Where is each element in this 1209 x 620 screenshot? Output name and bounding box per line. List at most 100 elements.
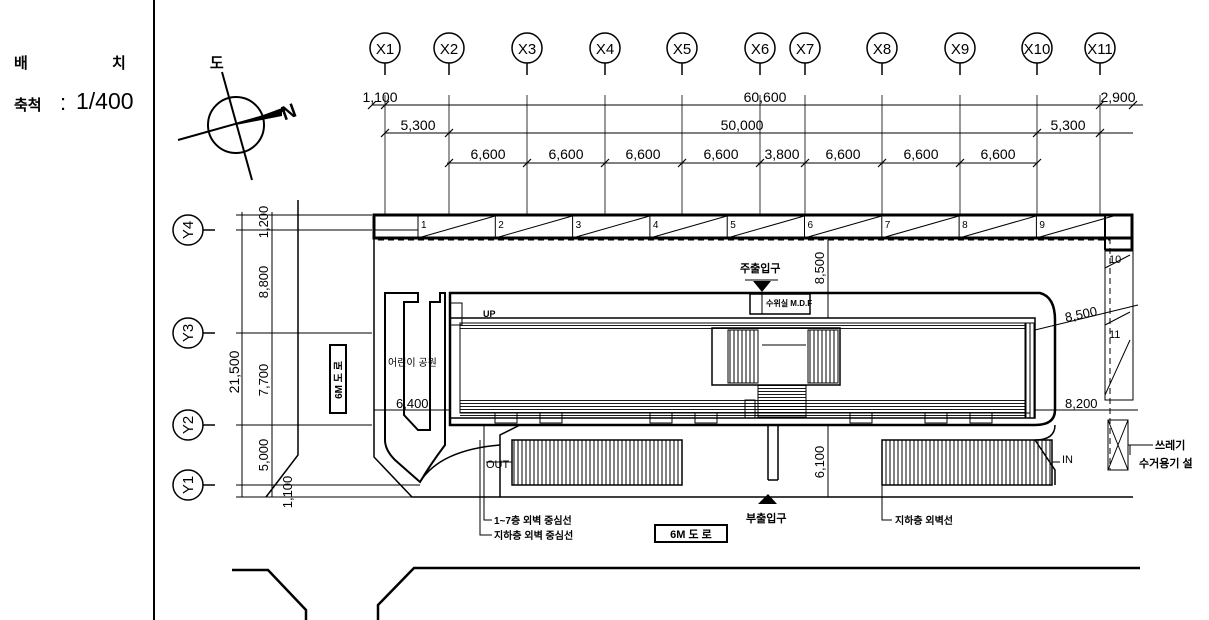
dim-tick (800, 158, 810, 168)
dim-row2-2: 5,300 (1050, 117, 1085, 133)
mdf-room-label: 수위실 M.D.F (766, 298, 812, 308)
leader-lines (479, 425, 892, 536)
stall-diagonal (572, 215, 650, 239)
grid-label-x2: X2 (440, 41, 458, 58)
north-arrow: N (177, 71, 300, 181)
dim-row3-5: 6,600 (825, 146, 860, 162)
dim-tick (1095, 100, 1105, 110)
parking-number-7: 7 (885, 220, 891, 231)
grid-label-x1: X1 (376, 41, 394, 58)
dim-tick (522, 158, 532, 168)
note-basement-center: 지하층 외벽 중심선 (494, 529, 573, 542)
parking-number-11: 11 (1109, 329, 1120, 341)
kids-park-label: 어린이 공원 (388, 357, 437, 369)
road-6m-left: 6M 도 로 (329, 344, 347, 414)
grid-lines (384, 63, 1101, 215)
sub-entrance-label: 부출입구 (746, 511, 786, 525)
grid-label-y2: Y2 (180, 416, 197, 434)
north-arrow-pointer (236, 108, 282, 125)
grid-label-y1: Y1 (180, 476, 197, 494)
grid-label-x7: X7 (796, 41, 814, 58)
dim-left-seg-4: 5,000 (256, 439, 271, 472)
north-arrow-label: N (278, 100, 299, 126)
grid-label-x10: X10 (1024, 41, 1051, 58)
dim-row3-4: 3,800 (764, 146, 799, 162)
note-basement-wall: 지하층 외벽선 (895, 514, 953, 527)
stall-diagonal (417, 215, 496, 239)
dim-row3-7: 6,600 (980, 146, 1015, 162)
dim-row3-6: 6,600 (903, 146, 938, 162)
stall-diagonal (1036, 215, 1114, 239)
stall-diagonal (881, 215, 959, 239)
setback-dashed-line (378, 239, 1111, 470)
dim-row1-0: 1,100 (362, 89, 397, 105)
road-6m-bottom-label: 6M 도 로 (670, 528, 712, 541)
parking-number-10: 10 (1109, 254, 1121, 266)
grid-label-y4: Y4 (180, 221, 197, 239)
stall-diagonal (649, 215, 728, 239)
inner-dimension-lines (374, 240, 1139, 497)
dim-row3-0: 6,600 (470, 146, 505, 162)
top-dimensions (372, 104, 1143, 164)
grid-label-x8: X8 (873, 41, 891, 58)
scale-label: 축척 (14, 97, 42, 114)
dim-row2-1: 50,000 (721, 117, 764, 133)
building-nubs (494, 399, 993, 424)
dim-tick (380, 100, 390, 110)
scale-value: 1/400 (76, 88, 134, 114)
dim-tick (1095, 128, 1105, 138)
left-ramp (511, 439, 683, 486)
stall-diagonal (495, 215, 573, 239)
out-label: OUT (486, 459, 510, 471)
parking-number-5: 5 (730, 220, 736, 231)
dim-row3-3: 6,600 (703, 146, 738, 162)
left-dimensions (236, 212, 420, 498)
parking-number-1: 1 (421, 220, 427, 231)
ramps (486, 419, 1129, 486)
parking-stalls (417, 215, 1114, 239)
dim-tick (877, 158, 887, 168)
dim-row3-1: 6,600 (548, 146, 583, 162)
dim-left-seg-2: 8,800 (256, 266, 271, 299)
up-ramp-label: UP (483, 309, 496, 319)
dim-v-8500: 8,500 (812, 252, 827, 285)
parking-number-6: 6 (808, 220, 814, 231)
trash-label-line1: 쓰레기 (1155, 438, 1185, 452)
site-boundary (265, 200, 1133, 498)
grid-label-x11: X11 (1087, 41, 1113, 58)
stall-diagonal (804, 215, 882, 239)
grid-label-x5: X5 (673, 41, 691, 58)
grid-label-x9: X9 (951, 41, 969, 58)
dim-tick (1032, 158, 1042, 168)
dim-row1-1: 60,600 (744, 89, 787, 105)
dim-left-seg-3: 7,700 (256, 364, 271, 397)
bottom-road-edges (232, 566, 1140, 620)
dim-tick (444, 128, 454, 138)
parking-number-3: 3 (576, 220, 582, 231)
note-1-7-floors: 1~7층 외벽 중심선 (494, 514, 572, 527)
grid-label-x3: X3 (518, 41, 536, 58)
dim-left-seg-5: 1,100 (280, 476, 295, 509)
dim-row2-0: 5,300 (400, 117, 435, 133)
right-ramp (881, 439, 1053, 486)
dim-tick (677, 158, 687, 168)
dim-left-total: 21,500 (226, 350, 242, 393)
dim-v-6100: 6,100 (812, 446, 827, 479)
stall-diagonal (958, 215, 1037, 239)
dim-h-8200: 8,200 (1065, 396, 1098, 411)
dim-left-seg-1: 1,200 (256, 206, 271, 239)
drawing-title: 배 치 도 (14, 55, 264, 72)
grid-label-x6: X6 (751, 41, 769, 58)
dim-tick (444, 158, 454, 168)
scale-colon: : (60, 90, 67, 115)
frame-line (153, 0, 155, 620)
road-6m-bottom: 6M 도 로 (654, 524, 728, 543)
dim-row3-2: 6,600 (625, 146, 660, 162)
trash-label-line2: 수거용기 설 (1139, 456, 1193, 470)
